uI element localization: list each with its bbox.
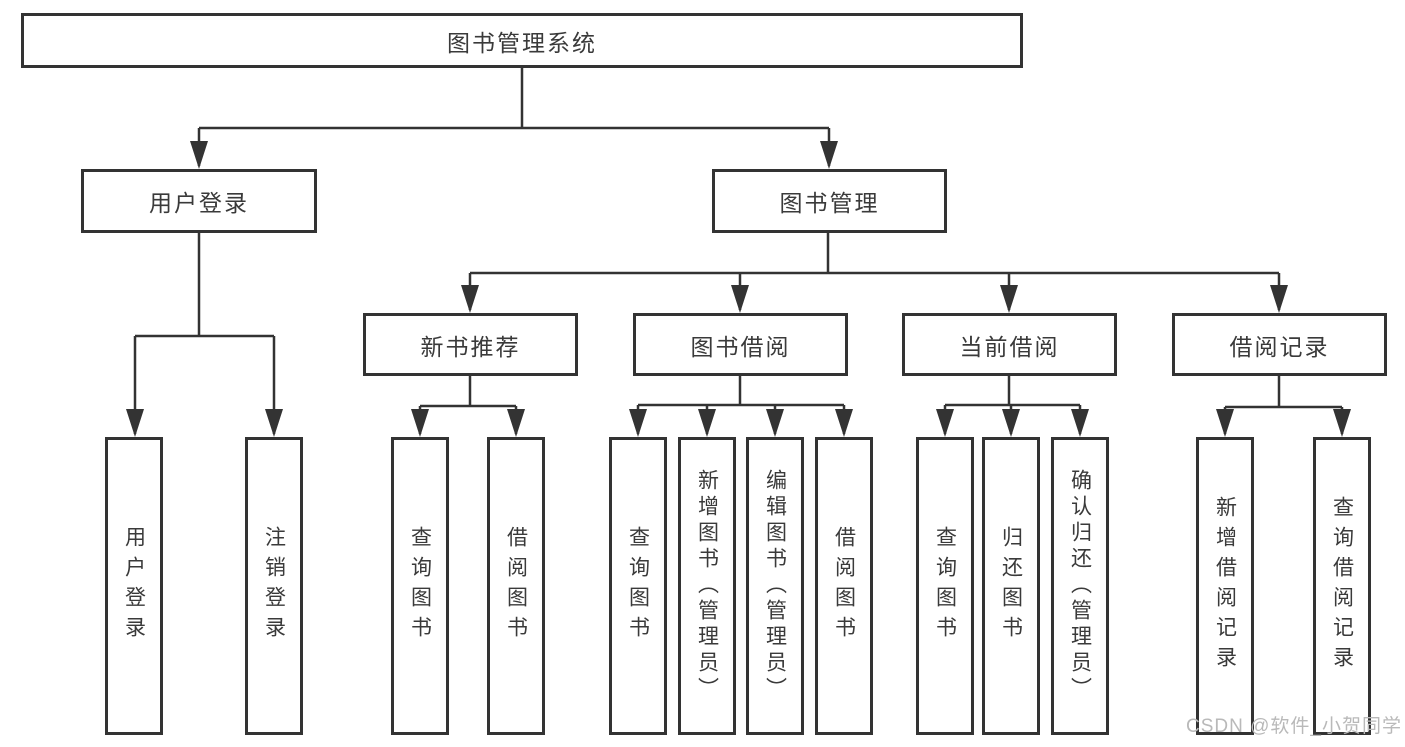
leaf-edit-books-admin-label: 编辑图书（管理员） (763, 469, 787, 703)
leaf-query-borrow-record: 查询借阅记录 (1313, 437, 1371, 735)
node-book-management-label: 图书管理 (779, 190, 880, 216)
leaf-query-books-current: 查询图书 (916, 437, 974, 735)
leaf-confirm-return-admin: 确认归还（管理员） (1051, 437, 1109, 735)
leaf-user-login: 用户登录 (105, 437, 163, 735)
node-new-book-recommendation-label: 新书推荐 (420, 333, 521, 360)
leaf-borrow-books: 借阅图书 (815, 437, 873, 735)
leaf-return-books-label: 归还图书 (999, 526, 1023, 646)
csdn-watermark: CSDN @软件_小贺同学 (1186, 716, 1402, 737)
node-current-borrowing: 当前借阅 (902, 313, 1117, 376)
leaf-query-borrow-record-label: 查询借阅记录 (1330, 496, 1354, 676)
leaf-borrow-books-recommend: 借阅图书 (487, 437, 545, 735)
leaf-query-books-borrow: 查询图书 (609, 437, 667, 735)
node-current-borrowing-label: 当前借阅 (959, 333, 1060, 360)
node-new-book-recommendation: 新书推荐 (363, 313, 578, 376)
node-root: 图书管理系统 (21, 13, 1023, 68)
leaf-edit-books-admin: 编辑图书（管理员） (746, 437, 804, 735)
leaf-confirm-return-admin-label: 确认归还（管理员） (1068, 469, 1092, 703)
leaf-logout-login-label: 注销登录 (262, 526, 286, 646)
node-user-login-label: 用户登录 (149, 190, 249, 216)
leaf-query-books-current-label: 查询图书 (933, 526, 957, 646)
leaf-query-books-recommend-label: 查询图书 (408, 526, 432, 646)
node-borrowing-records-label: 借阅记录 (1229, 333, 1330, 360)
leaf-add-books-admin-label: 新增图书（管理员） (695, 469, 719, 703)
leaf-borrow-books-recommend-label: 借阅图书 (504, 526, 528, 646)
node-book-borrowing-label: 图书借阅 (690, 333, 791, 360)
leaf-borrow-books-label: 借阅图书 (832, 526, 856, 646)
node-root-label: 图书管理系统 (447, 29, 597, 56)
leaf-add-books-admin: 新增图书（管理员） (678, 437, 736, 735)
node-user-login: 用户登录 (81, 169, 317, 233)
leaf-logout-login: 注销登录 (245, 437, 303, 735)
tree-edges (133, 68, 1344, 434)
leaf-add-borrow-record-label: 新增借阅记录 (1213, 496, 1237, 676)
leaf-query-books-recommend: 查询图书 (391, 437, 449, 735)
leaf-return-books: 归还图书 (982, 437, 1040, 735)
node-book-management: 图书管理 (712, 169, 947, 233)
node-borrowing-records: 借阅记录 (1172, 313, 1387, 376)
arrowheads (126, 141, 1351, 437)
leaf-user-login-label: 用户登录 (122, 526, 146, 646)
leaf-add-borrow-record: 新增借阅记录 (1196, 437, 1254, 735)
node-book-borrowing: 图书借阅 (633, 313, 848, 376)
leaf-query-books-borrow-label: 查询图书 (626, 526, 650, 646)
